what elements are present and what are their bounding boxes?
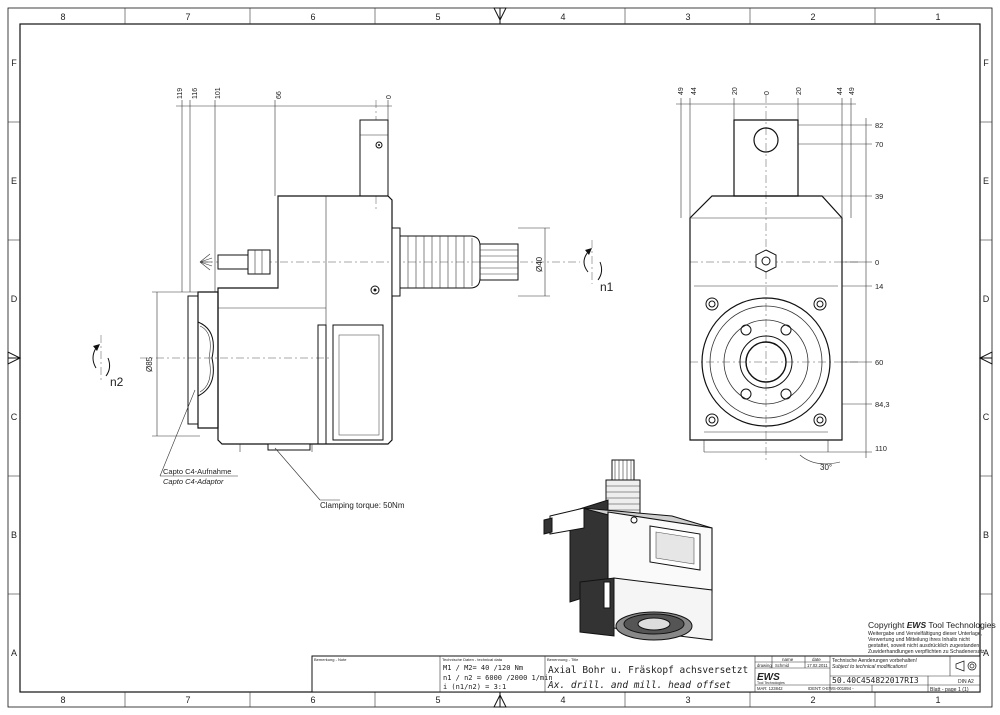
- dim-0-center: 0: [764, 91, 771, 95]
- dim-49-left: 49: [678, 87, 685, 95]
- dim-84-3: 84,3: [875, 400, 890, 409]
- ews-logo: EWS: [757, 672, 780, 683]
- dim-20-right: 20: [796, 87, 803, 95]
- ews-logo-sub: Tool Technologies: [757, 681, 785, 685]
- row-label-left: F: [11, 58, 17, 68]
- dim-60: 60: [875, 358, 883, 367]
- dim-20-left: 20: [732, 87, 739, 95]
- row-label-right: E: [983, 176, 989, 186]
- clamping-torque-label: Clamping torque: 50Nm: [320, 501, 405, 510]
- col-label-bottom: 5: [435, 695, 440, 705]
- sheet-label: Blatt - page 1 (1): [930, 687, 969, 693]
- dim-82: 82: [875, 121, 883, 130]
- date-header: date: [812, 657, 821, 662]
- col-label-bottom: 4: [560, 695, 565, 705]
- outer-frame: [7, 7, 993, 708]
- dim-116: 116: [192, 88, 199, 99]
- ratio-line: i (n1/n2) = 3:1: [443, 683, 506, 691]
- copyright-line: Zuwiderhandlungen verpflichten zu Schade…: [868, 649, 986, 655]
- copyright-line: Weitergabe und Vervielfältigung dieser U…: [868, 631, 982, 637]
- capto-aufnahme-label: Capto C4-Aufnahme: [163, 467, 231, 476]
- projection-symbol-icon: [955, 660, 977, 672]
- row-label-left: A: [11, 648, 17, 658]
- row-label-right: D: [983, 294, 990, 304]
- drawn-by: Schmid: [775, 663, 790, 668]
- dim-39: 39: [875, 192, 883, 201]
- col-label-top: 2: [810, 12, 815, 22]
- title-label: Benennung - Title: [547, 657, 579, 662]
- format-label: DIN A2: [958, 679, 974, 685]
- speed-n2-label: n2: [110, 375, 124, 389]
- col-label-bottom: 6: [310, 695, 315, 705]
- dim-14: 14: [875, 282, 883, 291]
- col-label-top: 8: [60, 12, 65, 22]
- tech-data-label: Technische Daten - technical data: [442, 657, 503, 662]
- title-english: Ax. drill. and mill. head offset: [547, 680, 731, 691]
- drawn-date: 17.02.2011: [807, 663, 828, 668]
- part-number: 50.40C454822017RI3: [832, 676, 919, 685]
- copyright-title: Copyright EWS Tool Technologies: [868, 620, 996, 630]
- copyright-line: Verwertung und Mitteilung ihres Inhalts …: [868, 637, 970, 643]
- ident-number: IDENT: 0-EWS-001894 -: [808, 686, 854, 691]
- speed-line: n1 / n2 = 6000 /2000 1/min: [443, 674, 553, 682]
- col-label-top: 5: [435, 12, 440, 22]
- dim-49-right: 49: [849, 87, 856, 95]
- front-view: 49 44 20 0 20 44 49 82 70 39 0 14 60 84,…: [676, 87, 890, 472]
- col-label-bottom: 1: [935, 695, 940, 705]
- row-label-left: D: [11, 294, 18, 304]
- title-block: Bemerkung - Note Technische Daten - tech…: [311, 655, 981, 693]
- col-label-top: 7: [185, 12, 190, 22]
- drawing-label: drawing: [757, 663, 772, 668]
- changes-english: Subject to technical modifications!: [832, 664, 908, 670]
- col-label-bottom: 7: [185, 695, 190, 705]
- dim-0: 0: [386, 95, 393, 99]
- centering-marks: [7, 7, 993, 708]
- copyright-notice: Copyright EWS Tool Technologies Weiterga…: [868, 620, 996, 655]
- dim-0: 0: [875, 258, 879, 267]
- row-label-left: B: [11, 530, 17, 540]
- mat-number: MAR: 123842: [757, 686, 783, 691]
- row-label-left: C: [11, 412, 18, 422]
- col-label-bottom: 3: [685, 695, 690, 705]
- row-label-right: C: [983, 412, 990, 422]
- col-label-top: 6: [310, 12, 315, 22]
- row-label-right: B: [983, 530, 989, 540]
- dim-101: 101: [215, 87, 222, 99]
- remark-label: Bemerkung - Note: [314, 657, 347, 662]
- zone-ticks: [8, 8, 992, 707]
- changes-german: Technische Aenderungen vorbehalten!: [832, 658, 917, 664]
- row-label-right: A: [983, 648, 989, 658]
- dim-119: 119: [177, 88, 184, 99]
- dim-dia-40: Ø40: [535, 256, 544, 272]
- col-label-top: 3: [685, 12, 690, 22]
- dim-dia-85: Ø85: [145, 356, 154, 372]
- side-view: 119 116 101 66 0 Ø85 Ø40 n1 n2 Capto C4-…: [92, 87, 614, 510]
- col-label-bottom: 2: [810, 695, 815, 705]
- dim-44-left: 44: [691, 87, 698, 95]
- dim-44-right: 44: [837, 87, 844, 95]
- dim-70: 70: [875, 140, 883, 149]
- col-label-top: 1: [935, 12, 940, 22]
- name-header: name: [782, 657, 794, 662]
- row-label-left: E: [11, 176, 17, 186]
- title-german: Axial Bohr u. Fräskopf achsversetzt: [548, 665, 748, 676]
- row-label-right: F: [983, 58, 989, 68]
- isometric-view: [543, 459, 713, 641]
- dim-110: 110: [875, 444, 887, 453]
- dim-66: 66: [276, 91, 283, 99]
- col-label-bottom: 8: [60, 695, 65, 705]
- speed-n1-label: n1: [600, 280, 614, 294]
- torque-line: M1 / M2= 40 /120 Nm: [443, 664, 523, 672]
- copyright-line: gestattet, soweit nicht ausdrücklich zug…: [868, 643, 981, 649]
- capto-adaptor-label: Capto C4-Adaptor: [163, 477, 224, 486]
- angle-30-label: 30°: [820, 463, 832, 472]
- col-label-top: 4: [560, 12, 565, 22]
